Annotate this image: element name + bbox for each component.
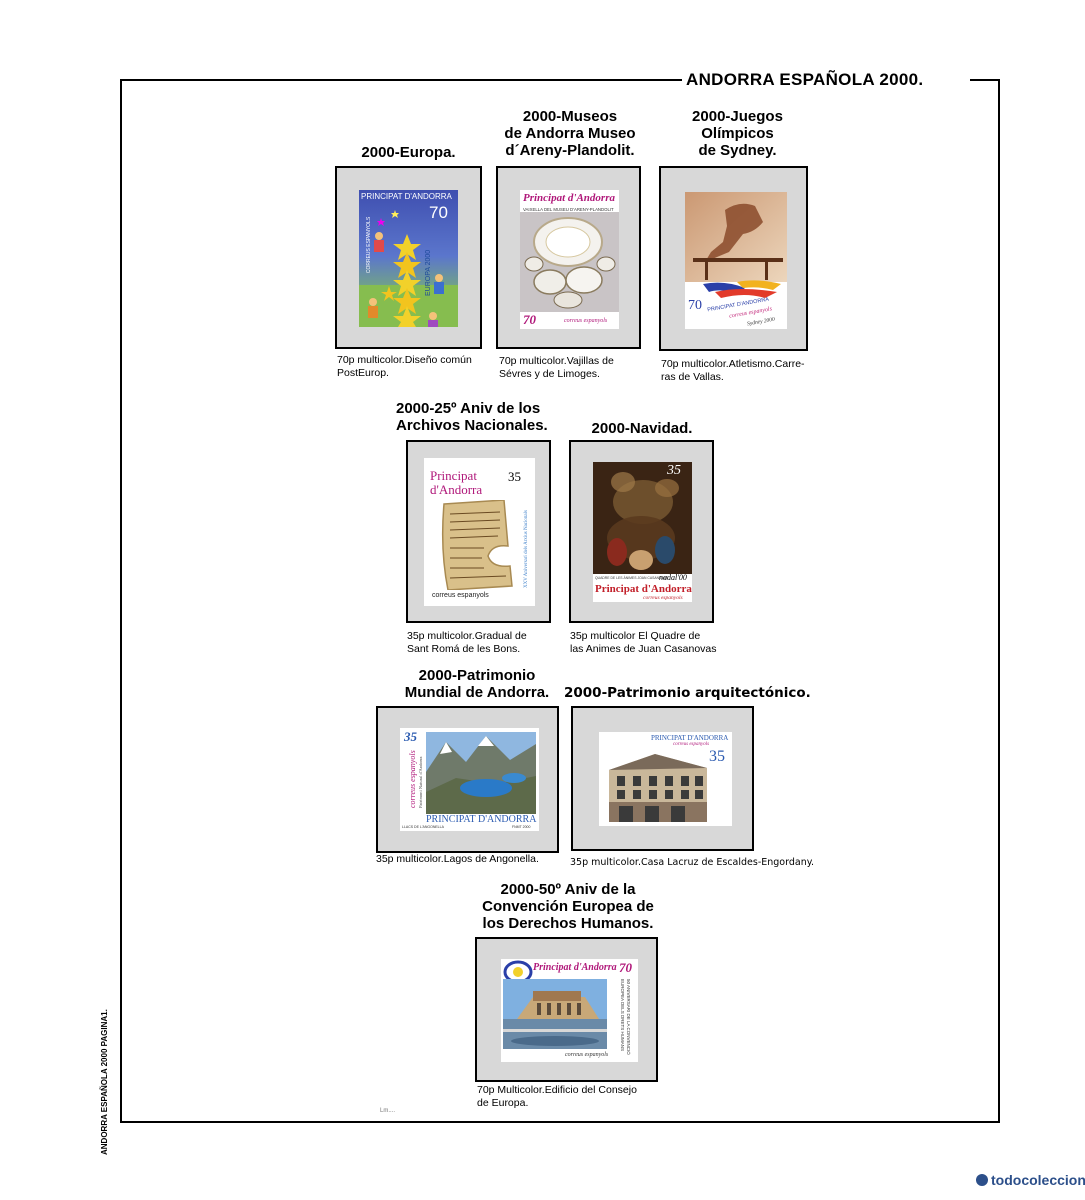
watermark-text: todocoleccion [991,1172,1085,1188]
stamp-europa-country: PRINCIPAT D'ANDORRA [361,192,452,201]
stamp-heading-europa: 2000-Europa. [361,144,456,161]
mountain-lake-icon [426,732,536,814]
stamp-image-derechos-humanos: Principat d'Andorra 70 correus espanyols… [501,959,638,1062]
watermark: todocoleccion [976,1172,1085,1188]
stamp-archivos-side: XXV Aniversari dels Arxius Nacionals [524,510,529,588]
stamp-patrimonio-mundial-side-1: correus espanyols [408,750,417,808]
stamp-image-patrimonio-mundial: 35 correus espanyols Patrimoni Natural d… [400,728,539,831]
stamp-europa-value: 70 [429,203,448,222]
stamp-mount-derechos-humanos: Principat d'Andorra 70 correus espanyols… [475,937,658,1082]
stamp-navidad-nadal: nadal'00 [659,573,687,582]
council-of-europe-building-icon [503,979,607,1049]
stars-tower-icon [368,210,444,327]
stamp-patrimonio-mundial-place: LLACS DE L'ANGONELLA [402,825,444,829]
stamp-heading-navidad: 2000-Navidad. [591,420,693,437]
stamp-image-archivos: Principat d'Andorra 35 correus espanyols… [424,458,535,606]
stamp-archivos-country-2: d'Andorra [430,482,483,497]
stamp-mount-europa: PRINCIPAT D'ANDORRA 70 CORREUS ESPANYOLS… [335,166,482,349]
stamp-image-navidad: 35 QUADRE DE LES ÀNIMES JOAN CASANOVAS n… [593,462,692,602]
stamp-derechos-humanos-side-1: 50 ANIVERSARI DE LA CONVENCIÓ [626,979,631,1055]
stamp-mount-sydney: 70 PRINCIPAT D'ANDORRA correus espanyols… [659,166,808,351]
stamp-derechos-humanos-country: Principat d'Andorra [533,962,617,973]
stamp-patrimonio-mundial-printer: FNMT 2000 [512,825,531,829]
stamp-archivos-country-1: Principat [430,468,477,483]
stamp-patrimonio-mundial-value: 35 [404,729,417,744]
page-title: ANDORRA ESPAÑOLA 2000. [686,70,924,89]
stamp-patrimonio-arquitectonico-value: 35 [709,748,725,765]
frame-top-border-right [970,79,1000,81]
stamp-mount-patrimonio-arquitectonico: PRINCIPAT D'ANDORRA correus espanyols 35 [571,706,754,851]
stamp-patrimonio-mundial-side-2: Patrimoni Natural d'Andorra [418,756,423,808]
stamp-caption-sydney: 70p multicolor.Atletismo.Carre-ras de Va… [661,358,805,383]
stamp-mount-navidad: 35 QUADRE DE LES ÀNIMES JOAN CASANOVAS n… [569,440,714,623]
stamp-mount-archivos: Principat d'Andorra 35 correus espanyols… [406,440,551,623]
stamp-mount-patrimonio-mundial: 35 correus espanyols Patrimoni Natural d… [376,706,559,853]
footer-mark: Lm.... [380,1108,396,1114]
stamp-image-museos: Principat d'Andorra VAIXELLA DEL MUSEU D… [520,190,619,329]
hurdler-athlete-icon [685,192,787,282]
parchment-manuscript-icon [441,500,513,590]
stamp-caption-patrimonio-mundial: 35p multicolor.Lagos de Angonella. [376,853,539,865]
stamp-archivos-post: correus espanyols [432,592,489,599]
stamp-mount-museos: Principat d'Andorra VAIXELLA DEL MUSEU D… [496,166,641,349]
side-page-label: ANDORRA ESPAÑOLA 2000 PAGINA1. [100,1009,109,1155]
stamp-derechos-humanos-side-2: EUROPEA DELS DRETS HUMANS [620,979,625,1052]
stamp-patrimonio-arquitectonico-post: correus espanyols [673,742,710,747]
stamp-image-sydney: 70 PRINCIPAT D'ANDORRA correus espanyols… [685,192,787,329]
stamp-museos-post: correus espanyols [564,318,608,324]
olympic-flag-swoosh-icon [703,280,781,298]
stamp-archivos-value: 35 [508,469,521,484]
porcelain-plates-icon [520,212,619,312]
stamp-image-patrimonio-arquitectonico: PRINCIPAT D'ANDORRA correus espanyols 35 [599,732,732,826]
stamp-sydney-value: 70 [688,298,702,313]
stamp-patrimonio-mundial-country: PRINCIPAT D'ANDORRA [426,814,537,825]
casa-lacruz-building-icon [609,754,707,822]
stamp-derechos-humanos-post: correus espanyols [565,1052,609,1058]
stamp-navidad-country: Principat d'Andorra [595,583,692,595]
stamp-derechos-humanos-value: 70 [619,960,632,975]
stamp-sydney-event: Sydney 2000 [746,316,776,328]
stamp-heading-patrimonio-arquitectonico: 2000-Patrimonio arquitectónico. [564,685,811,701]
album-page-frame [120,79,1000,1123]
stamp-navidad-painting: QUADRE DE LES ÀNIMES JOAN CASANOVAS [595,576,669,580]
watermark-logo-icon [976,1174,988,1186]
frame-top-border-left [120,79,682,81]
baroque-painting-icon [593,462,692,574]
stamp-caption-patrimonio-arquitectonico: 35p multicolor.Casa Lacruz de Escaldes-E… [570,857,815,868]
stamp-patrimonio-arquitectonico-country: PRINCIPAT D'ANDORRA [651,734,729,742]
stamp-museos-subtitle: VAIXELLA DEL MUSEU D'ARENY-PLANDOLIT [523,207,614,212]
stamp-navidad-post: correus espanyols [643,595,683,601]
stamp-museos-value: 70 [523,312,536,327]
stamp-image-europa: PRINCIPAT D'ANDORRA 70 CORREUS ESPANYOLS… [359,190,458,327]
stamp-navidad-value: 35 [667,463,681,478]
stamp-museos-country: Principat d'Andorra [523,192,615,204]
